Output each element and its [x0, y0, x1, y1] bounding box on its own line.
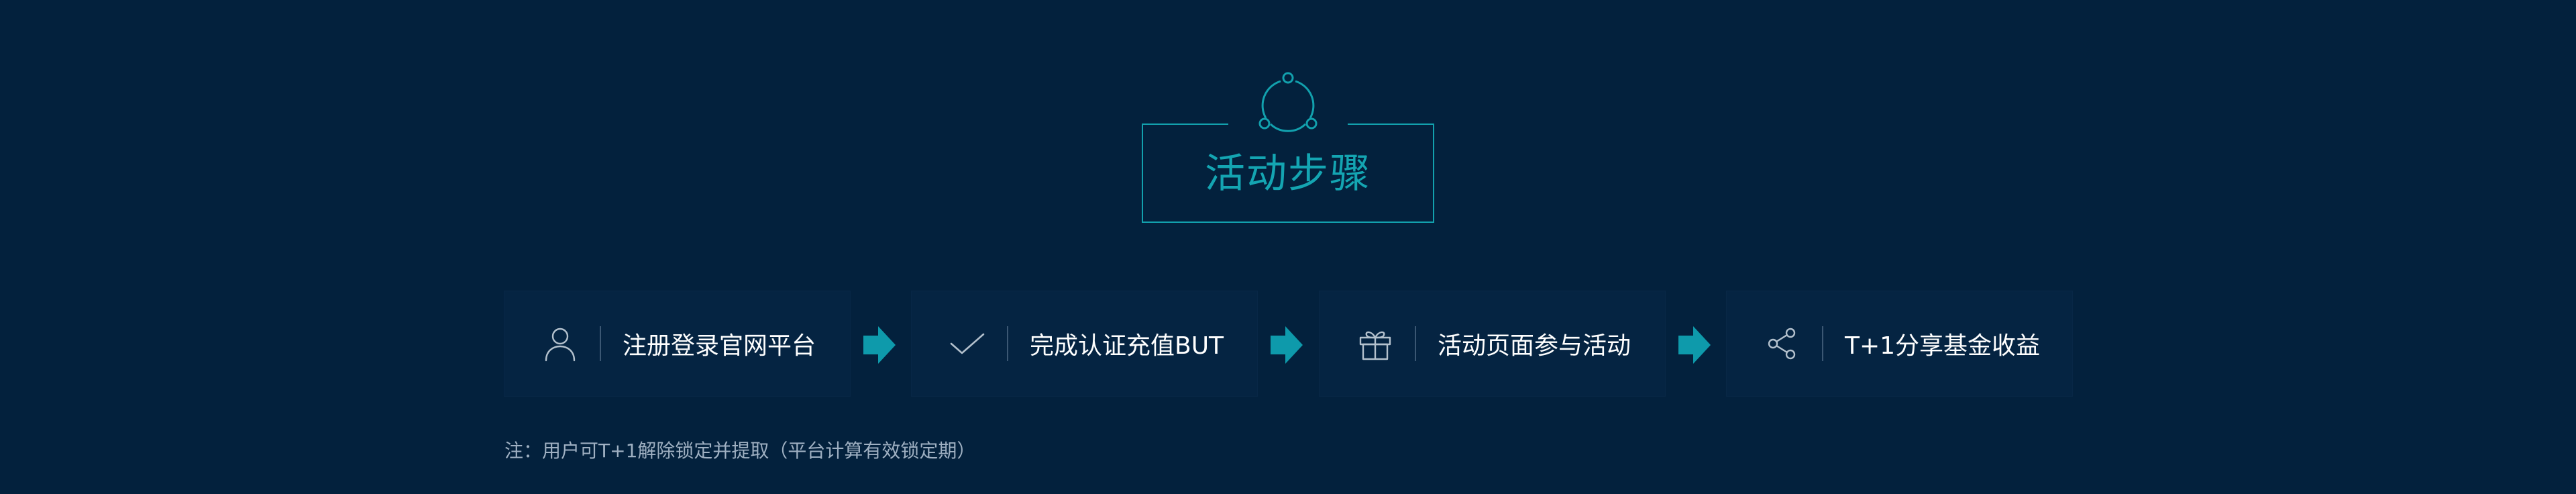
- step-share-earnings: T+1分享基金收益: [1727, 291, 2072, 396]
- page-title: 活动步骤: [1205, 150, 1371, 197]
- title-frame: 活动步骤: [1142, 124, 1434, 223]
- step-verify: 完成认证充值BUT: [912, 291, 1257, 396]
- step-label: 注册登录官网平台: [623, 332, 816, 360]
- gift-icon: [1354, 323, 1396, 364]
- arrow-right-icon: [863, 326, 896, 364]
- steps-row: 注册登录官网平台 完成认证充值BUT: [504, 291, 2072, 396]
- step-divider: [600, 326, 601, 361]
- user-icon: [539, 323, 581, 364]
- step-label: T+1分享基金收益: [1845, 332, 2041, 360]
- step-divider: [1415, 326, 1416, 361]
- step-divider: [1007, 326, 1008, 361]
- check-icon: [947, 323, 988, 364]
- three-node-cycle-icon: [1258, 72, 1318, 132]
- share-icon: [1762, 323, 1803, 364]
- step-label: 完成认证充值BUT: [1030, 332, 1224, 360]
- step-divider: [1822, 326, 1823, 361]
- step-join-activity: 活动页面参与活动: [1320, 291, 1665, 396]
- arrow-right-icon: [1678, 326, 1711, 364]
- footnote: 注：用户可T+1解除锁定并提取（平台计算有效锁定期）: [504, 440, 976, 462]
- arrow-right-icon: [1271, 326, 1303, 364]
- step-register: 注册登录官网平台: [504, 291, 850, 396]
- step-label: 活动页面参与活动: [1438, 332, 1631, 360]
